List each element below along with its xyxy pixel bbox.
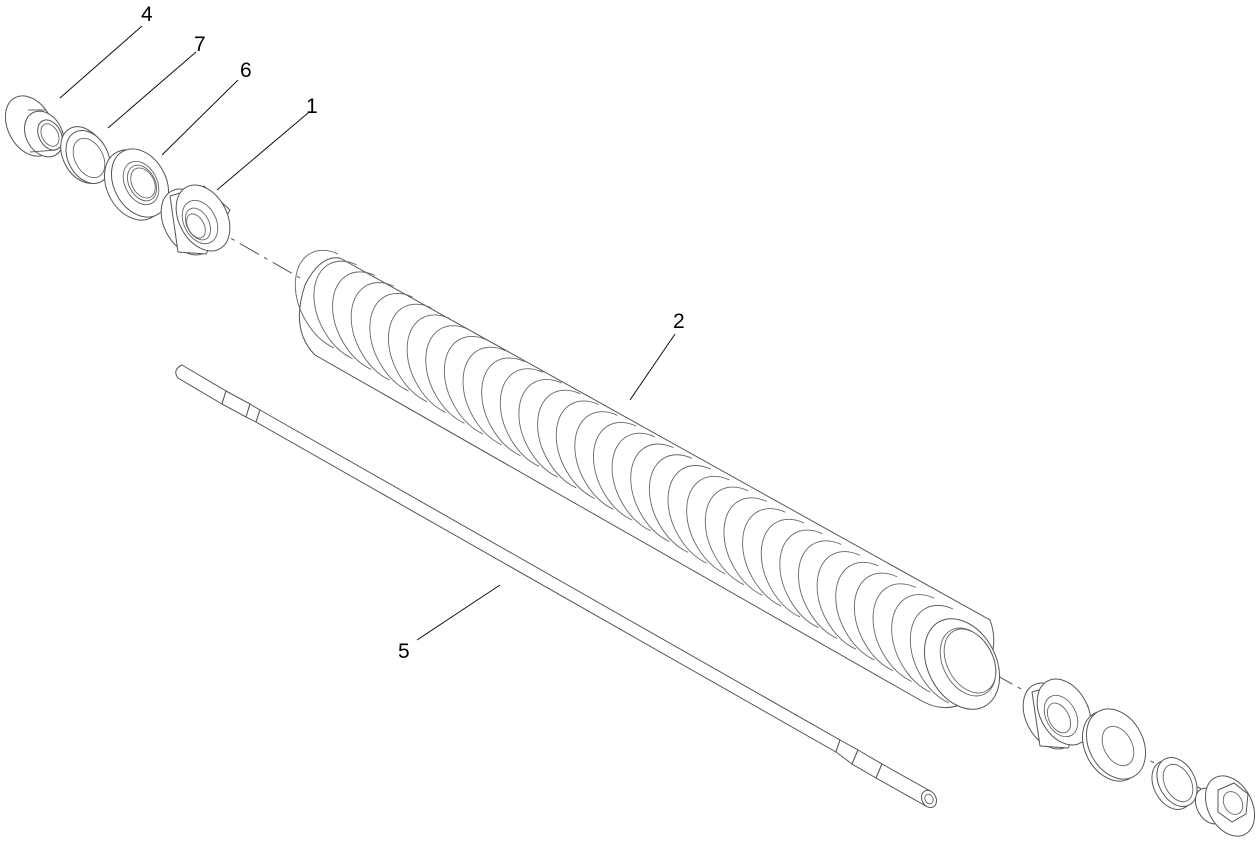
roller-grooves (294, 249, 954, 704)
right-hex-flange-nut (1194, 775, 1256, 837)
leader-2 (629, 333, 676, 401)
callout-6: 6 (240, 59, 252, 82)
callout-7: 7 (194, 33, 206, 56)
right-seal (1082, 708, 1146, 782)
part-7-spacer-ring (60, 126, 111, 184)
leader-6 (161, 79, 239, 156)
leader-1 (216, 112, 309, 191)
part-4-flanged-bushing (4, 95, 64, 158)
right-bearing (1022, 678, 1092, 750)
right-spacer-ring (1151, 757, 1198, 810)
leader-4 (59, 25, 143, 99)
callout-1: 1 (306, 95, 318, 118)
part-2-roller-tube (294, 249, 1001, 710)
part-1-bearing-left (160, 184, 231, 256)
callout-2: 2 (673, 310, 685, 333)
leader-5 (416, 584, 501, 641)
callout-5: 5 (398, 640, 410, 663)
part-5-shaft (175, 364, 937, 809)
leader-7 (107, 51, 197, 129)
part-6-seal (104, 148, 170, 221)
callout-4: 4 (141, 3, 153, 26)
